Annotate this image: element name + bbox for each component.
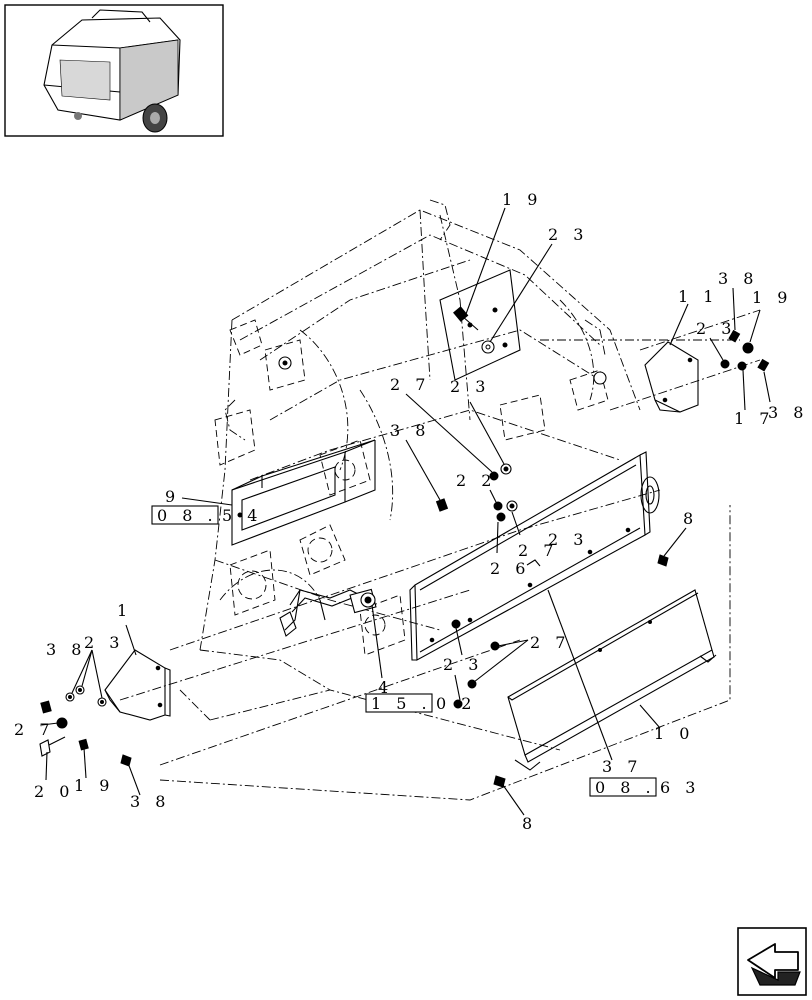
callout-19-right: 1 9 bbox=[752, 288, 792, 307]
callout-26: 2 6 bbox=[490, 559, 530, 578]
callout-20: 2 0 bbox=[34, 782, 74, 801]
machine-body bbox=[214, 269, 660, 656]
callout-27-lower: 2 7 bbox=[530, 633, 570, 652]
callout-19-top: 1 9 bbox=[502, 190, 542, 209]
part-1-bracket bbox=[104, 649, 171, 721]
baler-thumbnail-icon bbox=[4, 4, 224, 137]
fasteners bbox=[39, 306, 770, 788]
callout-27-center-right: 2 7 bbox=[518, 541, 558, 560]
callout-38-right-top: 3 8 bbox=[718, 269, 758, 288]
leader-lines bbox=[41, 207, 771, 816]
part-4-harness bbox=[279, 588, 377, 637]
callout-23-left: 2 3 bbox=[84, 633, 124, 652]
callout-23-right: 2 3 bbox=[696, 319, 736, 338]
baler-frame-outline bbox=[119, 199, 761, 801]
callout-23-center: 2 3 bbox=[450, 377, 490, 396]
callout-9: 9 bbox=[165, 487, 180, 506]
callout-23-lower: 2 3 bbox=[443, 655, 483, 674]
callout-27-center: 2 7 bbox=[390, 375, 430, 394]
callout-38-center: 3 8 bbox=[390, 421, 430, 440]
callout-labels: 1 9 2 3 3 8 1 1 1 9 2 3 1 7 3 8 2 7 2 3 … bbox=[14, 190, 808, 833]
svg-text:6 3: 6 3 bbox=[660, 778, 700, 797]
part-11-bracket bbox=[644, 341, 699, 413]
callout-37: 3 7 bbox=[602, 757, 642, 776]
callout-1: 1 bbox=[117, 601, 132, 620]
callout-19-left: 1 9 bbox=[74, 776, 114, 795]
svg-text:0 8 .: 0 8 . bbox=[157, 506, 218, 525]
callout-4: 4 bbox=[378, 678, 393, 697]
section-reference-08-63: 0 8 . 6 3 bbox=[589, 777, 700, 797]
bolt-19-top bbox=[453, 306, 479, 331]
callout-8-bottom: 8 bbox=[522, 814, 537, 833]
callout-38-right: 3 8 bbox=[768, 403, 808, 422]
callout-10: 1 0 bbox=[654, 724, 694, 743]
navigation-arrow-icon[interactable] bbox=[737, 927, 807, 996]
svg-text:0 8 .: 0 8 . bbox=[595, 778, 656, 797]
svg-text:0 2: 0 2 bbox=[436, 694, 476, 713]
part-10-shield bbox=[507, 589, 717, 771]
callout-22: 2 2 bbox=[456, 471, 496, 490]
callout-17: 1 7 bbox=[734, 409, 774, 428]
callout-38-left-top: 3 8 bbox=[46, 640, 86, 659]
svg-text:5 4: 5 4 bbox=[222, 506, 262, 525]
callout-27-left: 2 7 bbox=[14, 720, 54, 739]
callout-8-right: 8 bbox=[683, 509, 698, 528]
section-reference-15-02: 1 5 . 0 2 bbox=[365, 693, 476, 713]
callout-38-left: 3 8 bbox=[130, 792, 170, 811]
part-9-bracket bbox=[231, 439, 376, 546]
callout-11: 1 1 bbox=[678, 287, 718, 306]
svg-text:1 5 .: 1 5 . bbox=[371, 694, 432, 713]
callout-23-center-right: 2 3 bbox=[548, 530, 588, 549]
washer-23-top bbox=[481, 340, 495, 354]
section-reference-08-54: 0 8 . 5 4 bbox=[151, 505, 262, 525]
callout-23-top: 2 3 bbox=[548, 225, 588, 244]
